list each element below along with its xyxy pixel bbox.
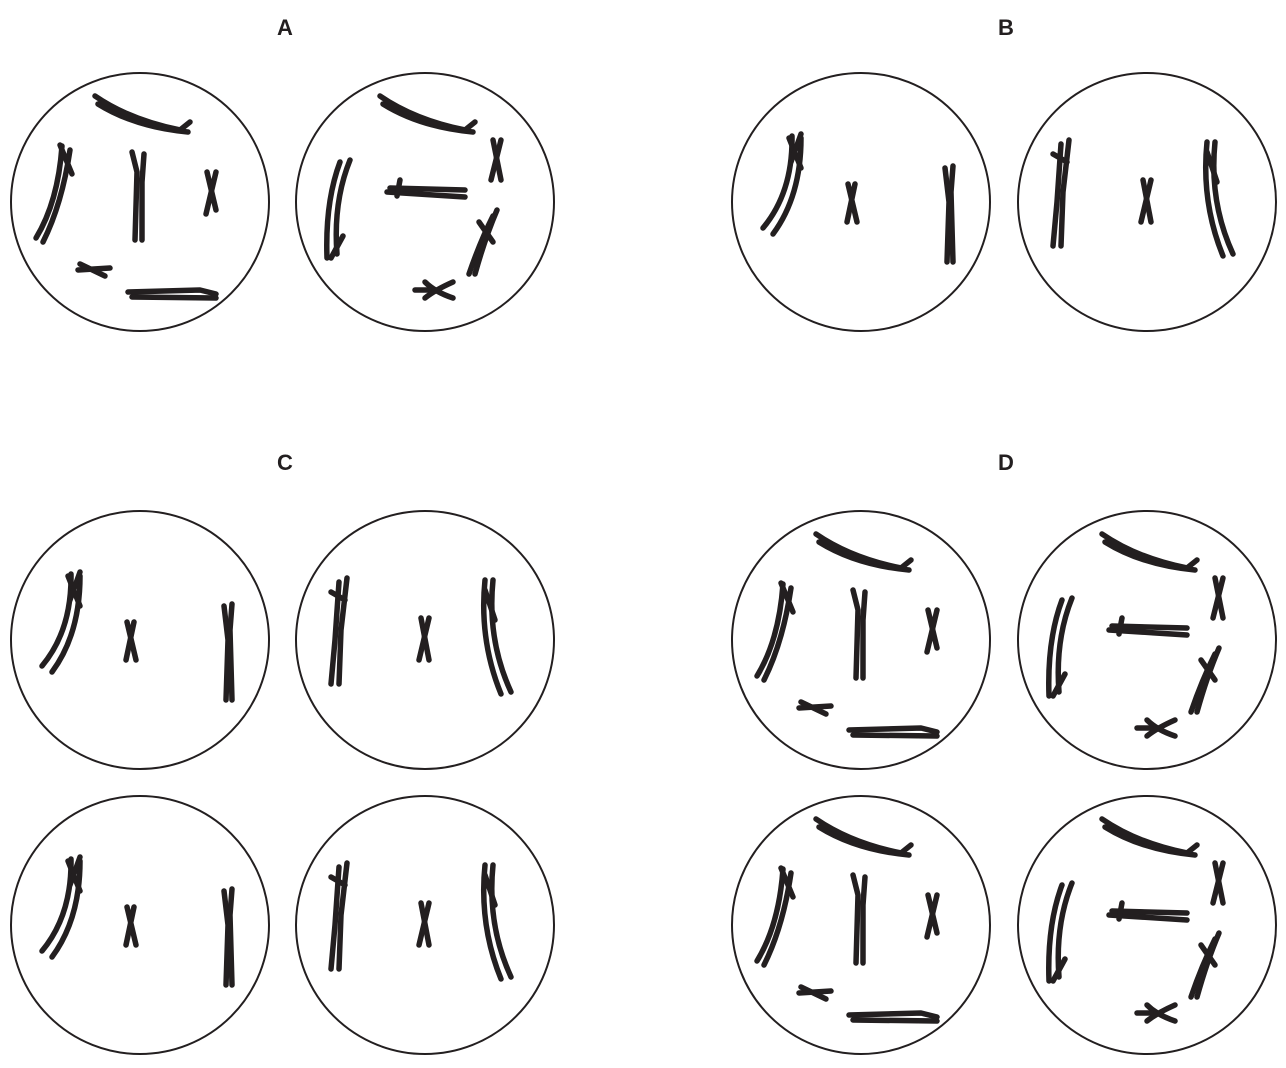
panel-d-label: D — [998, 450, 1014, 475]
panel-a-label: A — [277, 15, 293, 40]
panel-a-cell-1 — [11, 73, 269, 331]
panel-b: B — [732, 15, 1276, 331]
panel-d-cell-1 — [732, 511, 990, 769]
panel-c-cell-4 — [296, 796, 554, 1054]
panel-a-cell-2 — [296, 73, 554, 331]
panel-b-label: B — [998, 15, 1014, 40]
panel-b-cell-1 — [732, 73, 990, 331]
panel-c-label: C — [277, 450, 293, 475]
panel-a: A — [11, 15, 554, 331]
panel-c-cell-3 — [11, 796, 269, 1054]
panel-c-cell-1 — [11, 511, 269, 769]
panel-d: D — [732, 450, 1276, 1054]
panel-d-cell-4 — [1018, 796, 1276, 1054]
panel-c: C — [11, 450, 554, 1054]
panel-d-cell-2 — [1018, 511, 1276, 769]
panel-c-cell-2 — [296, 511, 554, 769]
panel-d-cell-3 — [732, 796, 990, 1054]
panel-b-cell-2 — [1018, 73, 1276, 331]
